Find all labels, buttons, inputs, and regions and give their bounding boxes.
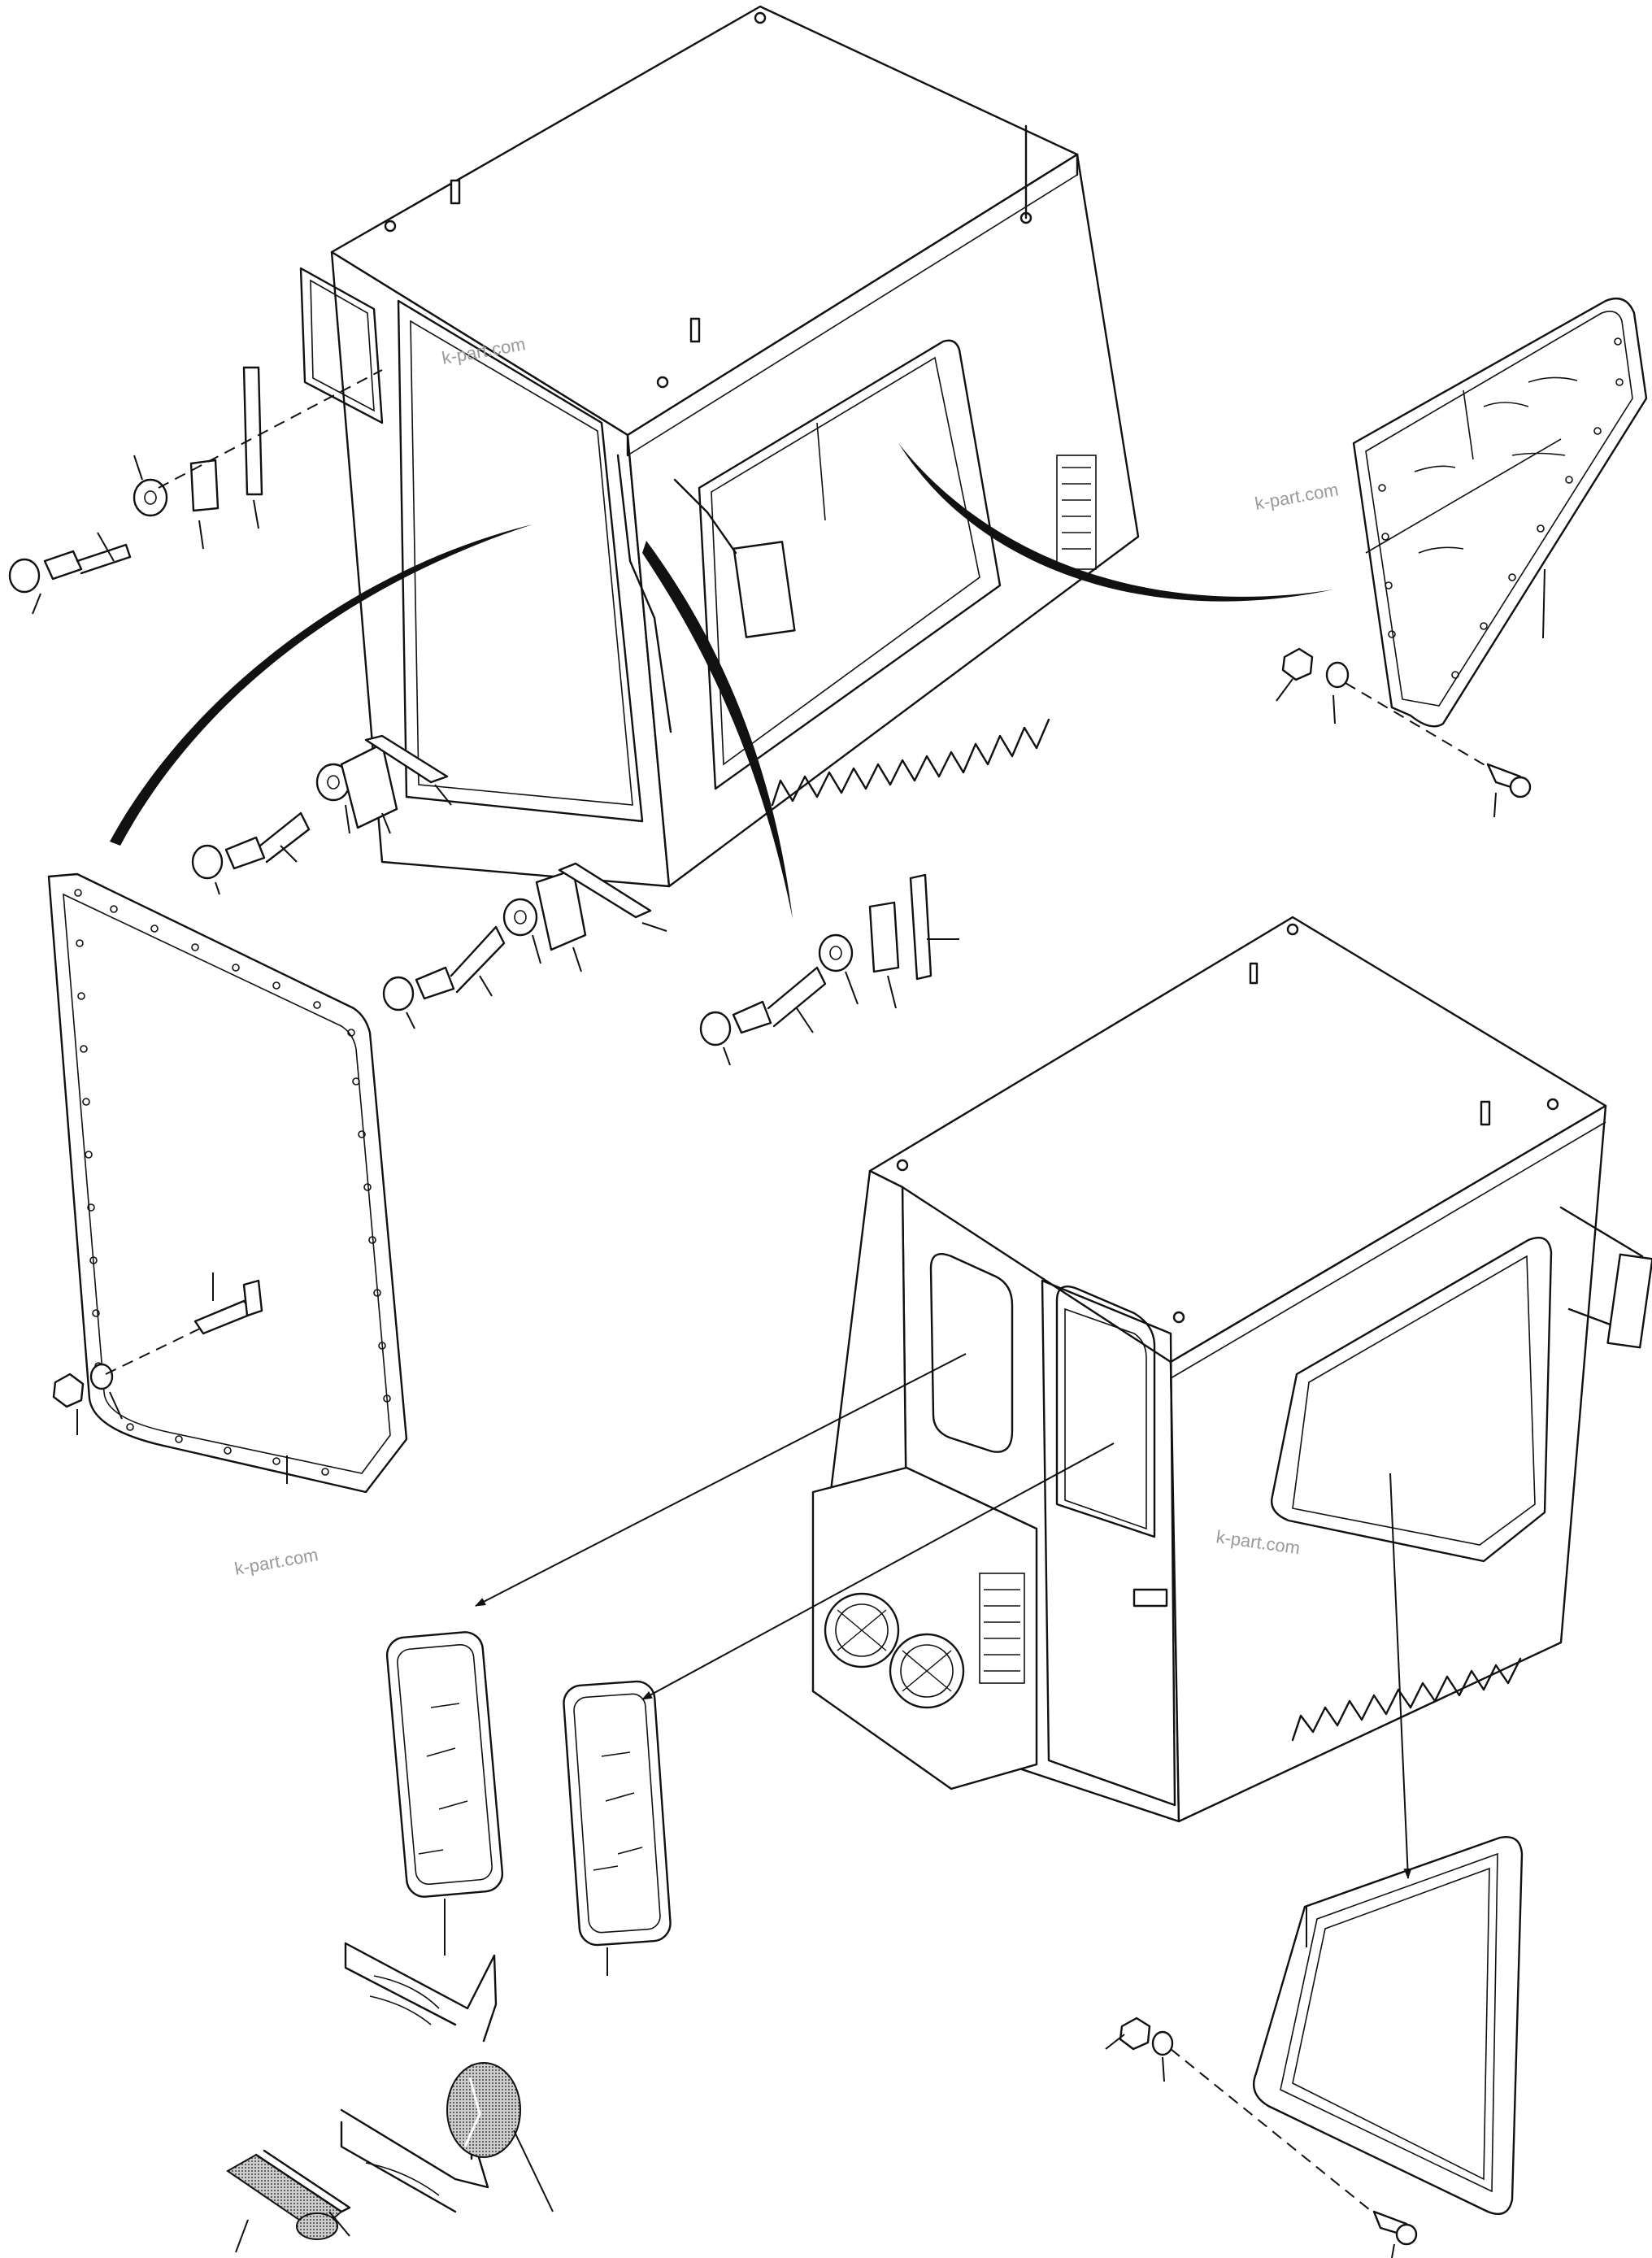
- upper-cab-wiper: [616, 454, 672, 733]
- hardware-stack-1: [8, 366, 383, 615]
- lower-cab-assembly: [811, 916, 1652, 1823]
- small-window-right: [563, 1680, 672, 1976]
- arrow-to-corner-window: [1389, 1473, 1412, 1879]
- small-window-left: [385, 1631, 504, 1956]
- upper-right-window: [1276, 297, 1648, 818]
- lower-cab-door: [1055, 1285, 1156, 1538]
- large-window-frame: [47, 872, 408, 1494]
- upper-cab-right-face: [626, 153, 1140, 888]
- lower-cab-front-window-left: [929, 1252, 1014, 1453]
- corner-window: [1105, 1836, 1524, 2258]
- upper-cab-right-window: [698, 339, 1002, 790]
- seal-strip: [226, 2149, 351, 2253]
- seal-cross-section: [340, 1942, 554, 2213]
- hardware-stack-2: [191, 734, 452, 895]
- upper-cab-handle: [299, 267, 384, 424]
- hardware-stack-3: [382, 862, 667, 1029]
- upper-cab-bottom-seal: [771, 718, 1050, 807]
- lower-cab-right-window: [1271, 1236, 1553, 1563]
- upper-cab-assembly: [299, 5, 1140, 888]
- watermark-2: k-part.com: [1254, 479, 1341, 514]
- ac-unit: [811, 1466, 1038, 1790]
- hardware-stack-4: [699, 873, 959, 1066]
- upper-cab-left-door-frame: [397, 299, 644, 823]
- lower-cab-mirror: [1606, 1253, 1652, 1349]
- lower-cab-right-face: [1169, 1104, 1607, 1823]
- upper-cab-mirror: [733, 541, 796, 638]
- window-frame-bolt-holes: [74, 889, 391, 1476]
- arrow-to-small-window-left: [475, 1353, 967, 1607]
- watermark-3: k-part.com: [233, 1544, 320, 1579]
- lower-cab-bottom-seal: [1291, 1657, 1522, 1742]
- arrow-to-small-window-right: [641, 1442, 1115, 1700]
